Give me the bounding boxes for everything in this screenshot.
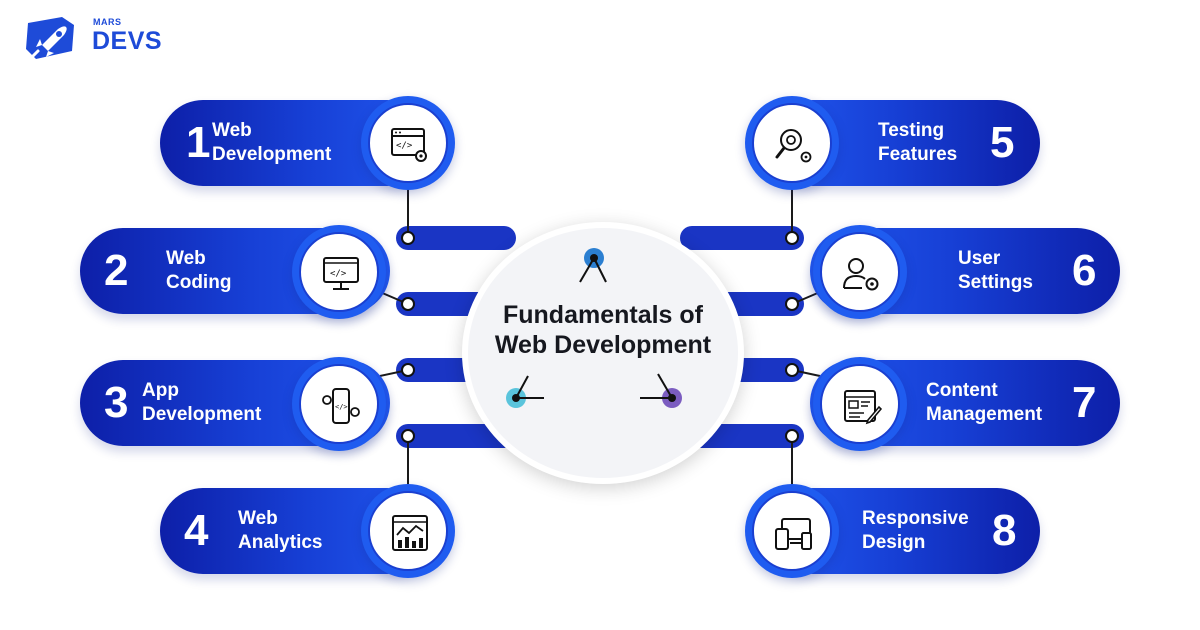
rail-1 <box>396 226 516 250</box>
item-number: 2 <box>104 246 129 295</box>
brand-small-text: MARS <box>93 17 122 27</box>
rail-4 <box>396 424 516 448</box>
icon-circle-2: </> <box>292 225 386 319</box>
item-number: 3 <box>104 378 129 427</box>
item-number: 5 <box>990 118 1015 167</box>
center-circle <box>462 222 744 484</box>
center-title-line1: Fundamentals of <box>502 301 703 329</box>
icon-circle-1: </> <box>361 96 455 190</box>
rail-5 <box>680 226 804 250</box>
document-edit-icon <box>844 390 882 425</box>
svg-text:</>: </> <box>396 141 413 151</box>
icon-circle-5 <box>745 96 839 190</box>
svg-text:</>: </> <box>330 269 347 279</box>
icon-circle-8 <box>745 484 839 578</box>
brand-name: DEVS <box>92 27 163 55</box>
center-decoration <box>506 248 682 408</box>
monitor-code-icon: </> <box>323 257 359 290</box>
item-number: 8 <box>992 506 1017 555</box>
magnifier-gear-icon <box>775 129 812 163</box>
item-number: 6 <box>1072 246 1097 295</box>
brand-logo <box>22 15 80 61</box>
item-number: 1 <box>186 118 211 167</box>
rocket-icon <box>26 17 74 59</box>
user-gear-icon <box>843 258 879 291</box>
devices-icon <box>775 518 812 550</box>
icon-circle-6 <box>813 225 907 319</box>
icon-circle-7 <box>813 357 907 451</box>
svg-text:</>: </> <box>335 403 348 411</box>
code-window-gear-icon: </> <box>391 128 427 162</box>
item-number: 7 <box>1072 378 1097 427</box>
phone-code-gear-icon: </> <box>322 388 360 424</box>
analytics-chart-icon <box>392 515 428 551</box>
center-title-line2: Web Development <box>494 331 712 359</box>
icon-circle-4 <box>361 484 455 578</box>
icon-circle-3: </> <box>292 357 386 451</box>
item-number: 4 <box>184 506 209 555</box>
center-title: Fundamentals of Web Development <box>462 300 744 360</box>
